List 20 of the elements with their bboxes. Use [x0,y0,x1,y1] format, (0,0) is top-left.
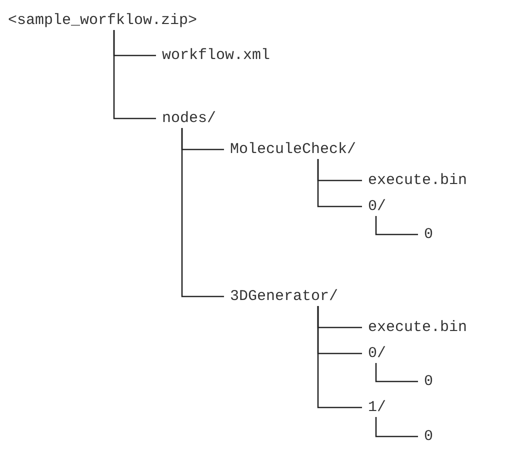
file-name: 0/ [368,344,386,362]
file-name: execute.bin [368,318,468,336]
file-name: 0/ [368,198,386,214]
tree-connector [375,417,418,438]
file-name: 1/ [368,398,386,416]
file-name: 0 [424,428,434,444]
file-name: nodes/ [162,110,216,126]
tree-connector [317,159,362,208]
file-name: 3DGenerator/ [230,288,338,304]
file-name: workflow.xml [162,46,270,64]
file-name: MoleculeCheck/ [230,140,356,158]
tree-connector [113,30,156,120]
tree-connector [375,216,418,236]
file-name: 0 [424,372,434,390]
tree-connector [317,306,362,408]
file-name: 0 [424,226,434,242]
file-name: execute.bin [368,172,468,188]
tree-connector [181,128,224,298]
tree-connector [375,363,418,382]
file-name: <sample_worfklow.zip> [8,12,198,28]
